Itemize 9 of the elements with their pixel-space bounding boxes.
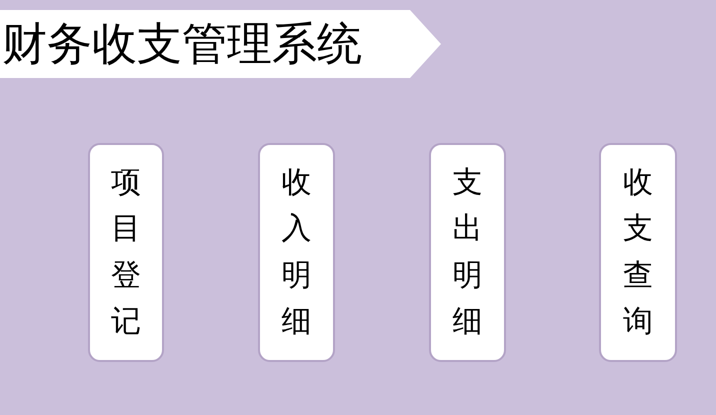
title-banner: 财务收支管理系统 <box>0 10 441 78</box>
card-label: 项目登记 <box>111 164 141 341</box>
menu-card <box>88 143 164 362</box>
menu-card <box>599 143 677 362</box>
menu-card <box>258 143 335 362</box>
card-label: 收入明细 <box>282 164 312 341</box>
card-label: 支出明细 <box>452 164 482 341</box>
card-label: 收支查询 <box>623 164 653 341</box>
menu-card <box>429 143 506 362</box>
